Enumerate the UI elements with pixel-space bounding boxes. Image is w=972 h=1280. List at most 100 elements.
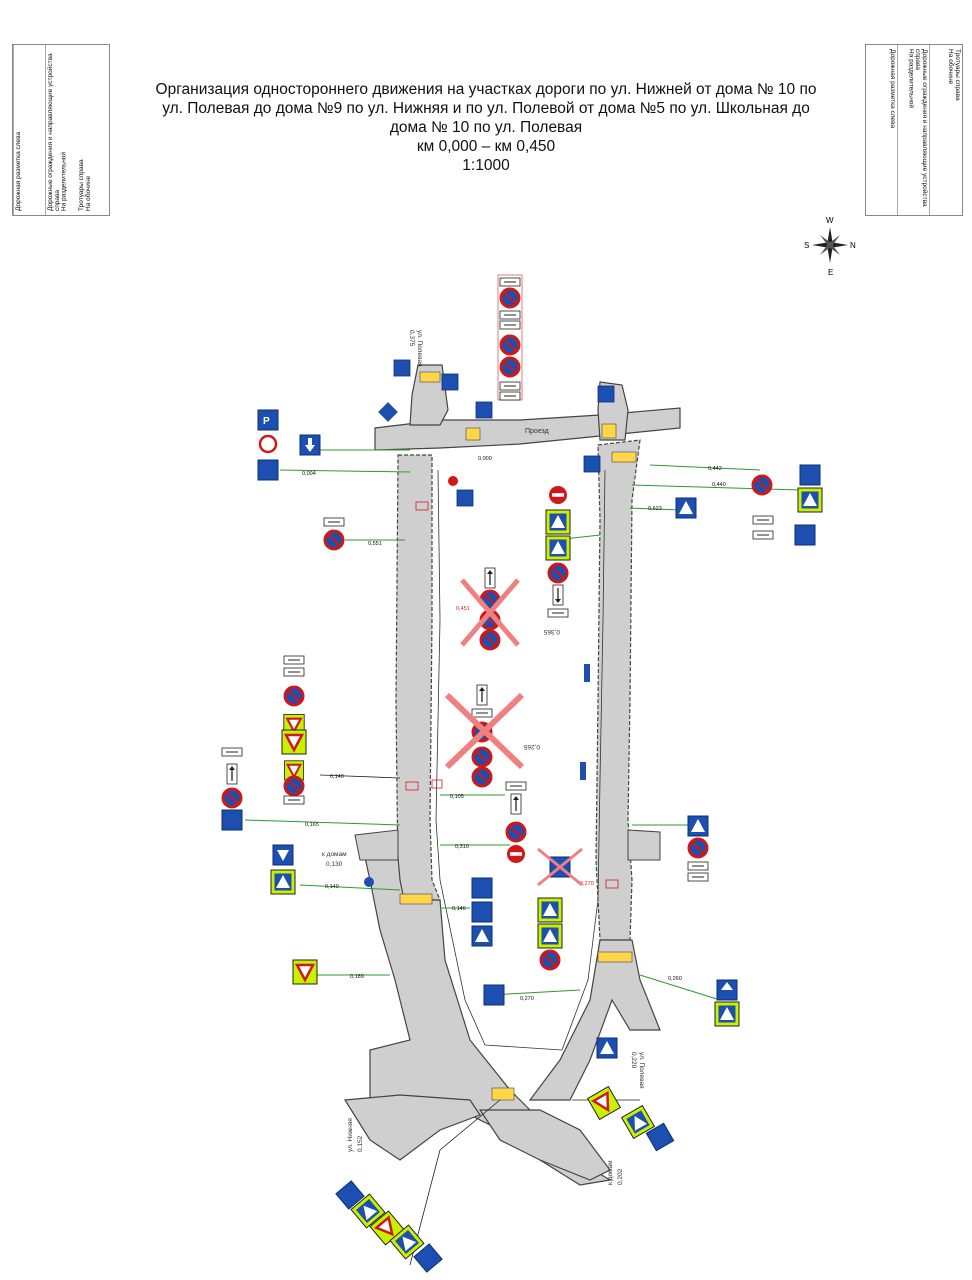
- vehicle-plate: [221, 747, 243, 757]
- legend-left: Дорожная разметка слева Дорожные огражде…: [12, 44, 110, 216]
- no-stopping-sign: [499, 287, 521, 309]
- ped-crossing-sign: [797, 487, 823, 513]
- drawing-title: Организация одностороннего движения на у…: [110, 80, 862, 175]
- sign-group-top-left: P: [257, 359, 493, 507]
- street-labels: Проезд ул. Полевая 0,375 0,365 0,265 к д…: [322, 330, 645, 1185]
- label-km-mid: 0,265: [523, 743, 540, 750]
- dim-line: [639, 974, 721, 1001]
- sign-group-lower-center: [483, 984, 618, 1059]
- distance-label: 0,551: [368, 541, 382, 547]
- title-line-1: Организация одностороннего движения на у…: [155, 81, 817, 98]
- blue-marker: [584, 664, 590, 682]
- cross-out-line: [460, 578, 520, 647]
- sign-group-left-green: [221, 747, 243, 831]
- vehicle-plate: [471, 708, 493, 718]
- crosswalk-top-right: [601, 423, 617, 439]
- no-stopping-sign: [499, 356, 521, 378]
- vehicle-plate: [499, 391, 521, 401]
- distance-label: 0,310: [455, 844, 469, 850]
- distance-labels: 0,004 0,000 0,442 0,440 0,551 0,451 0,62…: [302, 456, 726, 1002]
- direction-plate: [552, 584, 564, 606]
- compass-s: S: [804, 241, 809, 250]
- dimension-lines: [244, 449, 801, 1001]
- label-street-bottom-left: ул. Нижняя: [347, 1118, 354, 1152]
- inner-path-right: [561, 469, 606, 1051]
- no-stopping-sign: [283, 685, 305, 707]
- sign-group-left-middle: [280, 655, 308, 805]
- red-marker: [405, 781, 419, 791]
- road-right-lower: [528, 939, 661, 1101]
- vehicle-plate: [283, 667, 305, 677]
- sign-group-top-right: [583, 385, 823, 546]
- no-stopping-sign: [479, 629, 501, 651]
- no-stopping-sign: [539, 949, 561, 971]
- distance-label: 0,270: [520, 996, 534, 1002]
- sign-group-right-inner: [545, 486, 571, 618]
- road-right-bay: [627, 829, 661, 861]
- vehicle-plate: [499, 277, 521, 287]
- one-way-sign: [799, 464, 821, 486]
- label-street-left-top: ул. Полевая: [416, 330, 423, 367]
- svg-text:P: P: [263, 416, 270, 427]
- yield-sign: [586, 1085, 622, 1121]
- label-proezd: Проезд: [525, 428, 549, 435]
- no-stopping-sign: [505, 821, 527, 843]
- distance-label: 0,260: [668, 976, 682, 982]
- sign-group-right-lower: [687, 815, 740, 1027]
- distance-label: 0,004: [302, 471, 316, 477]
- red-marker: [415, 501, 429, 511]
- ped-crossing-sign: [393, 359, 411, 377]
- direction-plate: [476, 684, 488, 706]
- title-line-2: ул. Полевая до дома №9 по ул. Нижняя и п…: [162, 100, 810, 117]
- label-houses-bottom-km: 0,202: [617, 1168, 624, 1185]
- title-line-3: дома № 10 по ул. Полевая: [389, 119, 583, 136]
- direction-plate: [226, 763, 238, 785]
- vehicle-plate: [687, 872, 709, 882]
- distance-label: 0,140: [325, 884, 339, 890]
- sign-group-bottom-left: [335, 1180, 443, 1273]
- one-way-sign: [221, 809, 243, 831]
- compass-n: N: [850, 241, 856, 250]
- vehicle-plate: [323, 517, 345, 527]
- cross-out-line: [537, 847, 583, 887]
- sign-group-center-lower: [505, 781, 527, 863]
- leader-line: [319, 774, 401, 779]
- no-stopping-sign: [687, 837, 709, 859]
- vehicle-plate: [752, 530, 774, 540]
- sign-group-removed-1: [460, 567, 520, 651]
- priority-sign: [378, 402, 398, 422]
- legend-col-sidewalks: Дорожная разметка слева: [866, 45, 898, 215]
- crosswalk-right-top: [611, 451, 637, 463]
- vehicle-plate: [499, 381, 521, 391]
- sign-group-top-center: [497, 274, 523, 401]
- road-right: [595, 439, 641, 941]
- no-entry-small-icon: [448, 476, 458, 486]
- distance-label: 0,165: [305, 822, 319, 828]
- dim-line: [489, 989, 581, 996]
- legend-col-barriers: Дорожные ограждения и направляющие устро…: [898, 45, 930, 215]
- vehicle-plate: [499, 310, 521, 320]
- ped-crossing-sign: [545, 509, 571, 535]
- ped-crossing-sign: [270, 869, 296, 895]
- red-markers: [405, 501, 619, 889]
- crosswalk-markings: [399, 371, 637, 1101]
- ped-crossing-sign: [537, 923, 563, 949]
- road-bottom-right: [478, 1109, 611, 1181]
- blue-marker-icon: [364, 877, 374, 887]
- yield-sign: [280, 728, 308, 756]
- dim-line: [244, 819, 401, 826]
- road-left-bay: [354, 829, 399, 861]
- ped-crossing-sign: [583, 455, 601, 473]
- title-scale: 1:1000: [462, 157, 510, 174]
- distance-label: 0,000: [478, 456, 492, 462]
- no-stopping-sign: [499, 334, 521, 356]
- sign-group-left-lower: [270, 844, 374, 986]
- distance-label: 0,451: [456, 606, 470, 612]
- lane-end-sign: [794, 524, 816, 546]
- label-houses-left: к домам: [322, 851, 347, 858]
- turn-sign: [471, 877, 493, 899]
- crosswalk-top-left: [419, 371, 441, 383]
- cross-out-line: [444, 692, 525, 770]
